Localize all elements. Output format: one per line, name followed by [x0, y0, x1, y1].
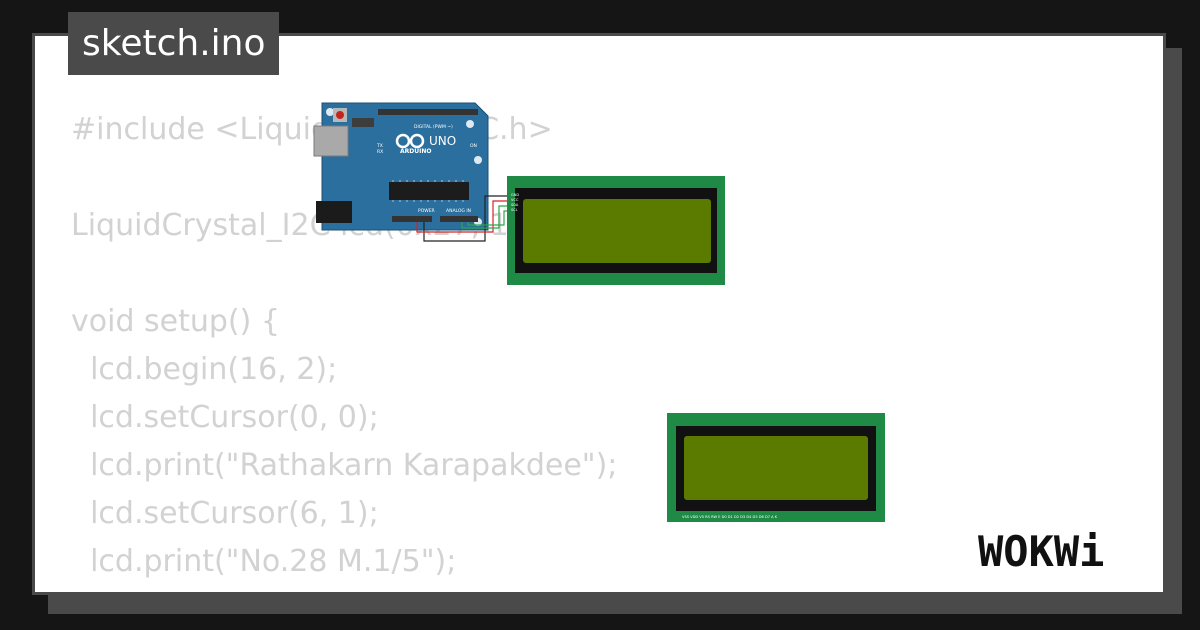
lcd-pin-vcc: VCC	[511, 198, 519, 202]
arduino-model-label: UNO	[429, 134, 456, 148]
arduino-brand-label: ARDUINO	[400, 148, 431, 155]
tx-led-label: TX	[376, 143, 383, 149]
code-line-6: lcd.begin(16, 2);	[71, 352, 338, 387]
digital-header-label: DIGITAL (PWM ~)	[414, 124, 453, 130]
lcd-pin-sda: SDA	[511, 203, 519, 207]
lcd-parallel-pins: VSS VDD V0 RS RW E D0 D1 D2 D3 D4 D5 D6 …	[682, 515, 778, 519]
wokwi-logo: WOKWi	[978, 528, 1104, 576]
power-header-label: POWER	[418, 208, 435, 214]
code-line-7: lcd.setCursor(0, 0);	[71, 400, 379, 435]
analog-header-label: ANALOG IN	[446, 208, 471, 214]
lcd-i2c-display[interactable]: GND VCC SDA SCL	[507, 176, 725, 285]
lcd-pin-scl: SCL	[511, 208, 518, 212]
on-led-label: ON	[470, 143, 477, 149]
wokwi-logo-text: WOKWi	[978, 528, 1104, 576]
code-line-5: void setup() {	[71, 304, 280, 339]
code-line-8: lcd.print("Rathakarn Karapakdee");	[71, 448, 618, 483]
i2c-wires	[416, 195, 512, 242]
sketch-tab[interactable]: sketch.ino	[68, 12, 280, 75]
code-line-10: lcd.print("No.28 M.1/5");	[71, 544, 457, 579]
code-line-9: lcd.setCursor(6, 1);	[71, 496, 379, 531]
arduino-uno-board[interactable]: ARDUINO UNO DIGITAL (PWM ~) ON TX RX POW…	[313, 102, 489, 231]
lcd-parallel-display[interactable]: VSS VDD V0 RS RW E D0 D1 D2 D3 D4 D5 D6 …	[667, 413, 885, 522]
lcd-pin-gnd: GND	[511, 193, 519, 197]
rx-led-label: RX	[377, 149, 383, 155]
